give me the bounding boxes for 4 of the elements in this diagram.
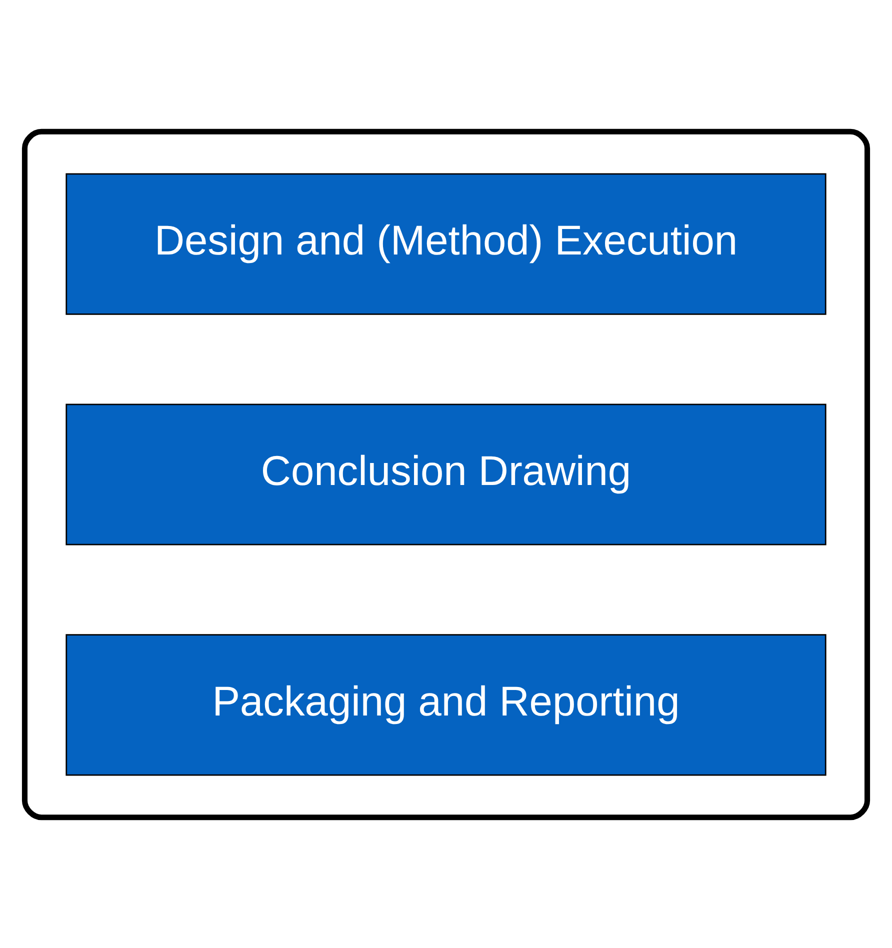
cluster xyxy=(22,128,870,820)
node-box: Packaging and Reporting xyxy=(66,634,826,776)
node-box: Conclusion Drawing xyxy=(66,403,826,545)
node-box: Design and (Method) Execution xyxy=(66,172,826,314)
